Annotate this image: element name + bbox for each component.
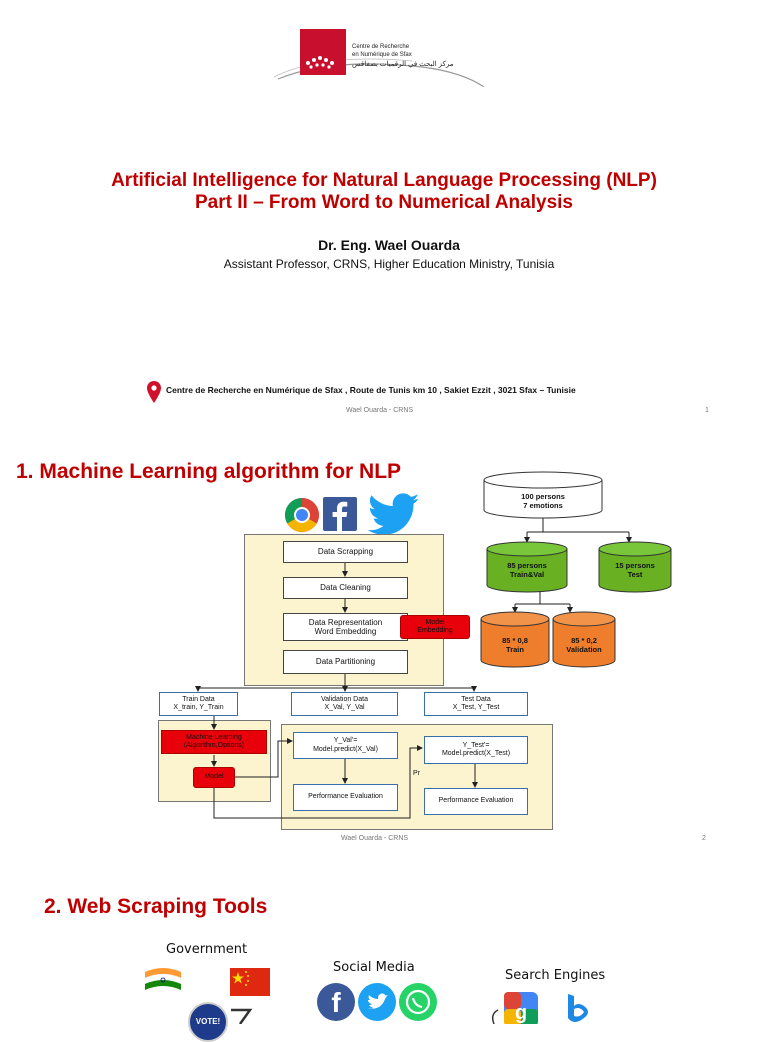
location-pin-icon bbox=[147, 381, 161, 403]
dataset-validation-line-1: 85 * 0,2 bbox=[571, 636, 597, 645]
dataset-total-label: 100 persons 7 emotions bbox=[484, 492, 602, 510]
data-partitioning-box: Data Partitioning bbox=[283, 650, 408, 674]
validation-data-line-1: Validation Data bbox=[321, 695, 368, 703]
slide2-footer: Wael Ouarda - CRNS bbox=[341, 835, 409, 842]
machine-learning-line-1: Machine Learning bbox=[186, 733, 242, 741]
slide2-page-number: 2 bbox=[702, 835, 706, 842]
bing-icon bbox=[568, 994, 588, 1022]
twitter-bubble-icon bbox=[358, 983, 396, 1021]
diagram-connectors bbox=[195, 471, 672, 819]
presentation-title: Artificial Intelligence for Natural Lang… bbox=[0, 170, 768, 214]
pr-label: Pr bbox=[413, 770, 420, 777]
yval-line-1: Y_Val'= bbox=[333, 737, 358, 745]
data-scrapping-box: Data Scrapping bbox=[283, 541, 408, 563]
test-data-line-2: X_Test, Y_Test bbox=[452, 704, 500, 711]
dataset-train-line-1: 85 * 0,8 bbox=[502, 636, 528, 645]
test-data-line-1: Test Data bbox=[461, 695, 491, 703]
facebook-bubble-icon: f bbox=[317, 983, 355, 1021]
model-embedding-box: Model Embedding bbox=[400, 615, 470, 639]
slide-2: 1. Machine Learning algorithm for NLP Da… bbox=[0, 420, 768, 860]
social-media-label: Social Media bbox=[333, 960, 415, 975]
dataset-test-label: 15 persons Test bbox=[599, 561, 671, 579]
test-data-box: Test Data X_Test, Y_Test bbox=[424, 692, 528, 716]
author-name: Dr. Eng. Wael Ouarda bbox=[318, 237, 460, 253]
dataset-total-line-2: 7 emotions bbox=[523, 500, 563, 510]
representation-line-2: Word Embedding bbox=[314, 627, 377, 636]
data-representation-box: Data Representation Word Embedding bbox=[283, 613, 408, 641]
title-line-1: Artificial Intelligence for Natural Lang… bbox=[111, 170, 657, 191]
validation-data-line-2: X_Val, Y_Val bbox=[324, 704, 365, 711]
performance-evaluation-val-box: Performance Evaluation bbox=[293, 784, 398, 811]
china-flag-icon bbox=[230, 968, 270, 996]
dataset-trainval-line-1: 85 persons bbox=[507, 561, 547, 570]
data-cleaning-box: Data Cleaning bbox=[283, 577, 408, 599]
crns-logo-graphic bbox=[273, 29, 485, 87]
logo-arabic: مركز البحث في الرقميات بصفاقس bbox=[352, 61, 454, 68]
train-data-line-1: Train Data bbox=[182, 695, 215, 703]
train-data-box: Train Data X_train, Y_Train bbox=[159, 692, 238, 716]
google-icon: g bbox=[504, 992, 538, 1024]
dataset-cylinder-total bbox=[483, 471, 603, 519]
search-engine-icons: g bbox=[491, 992, 588, 1024]
machine-learning-line-2: (Algorithm,Options) bbox=[183, 742, 245, 749]
model-box: Model bbox=[193, 767, 235, 788]
train-data-line-2: X_train, Y_Train bbox=[173, 704, 224, 711]
title-line-2: Part II – From Word to Numerical Analysi… bbox=[195, 192, 573, 213]
dataset-cylinder-train bbox=[480, 611, 550, 668]
yval-line-2: Model.predict(X_Val) bbox=[313, 745, 378, 753]
slide-1: Centre de Recherche en Numérique de Sfax… bbox=[0, 0, 768, 420]
india-flag-icon bbox=[144, 968, 182, 990]
dataset-cylinder-test bbox=[598, 541, 672, 593]
government-extra-icon bbox=[231, 1008, 253, 1024]
logo-line2: en Numérique de Sfax bbox=[352, 52, 412, 58]
social-media-icons: f bbox=[317, 983, 437, 1021]
dataset-total-line-1: 100 persons bbox=[521, 492, 565, 501]
slide-3: 2. Web Scraping Tools Government VOTE! S… bbox=[0, 860, 768, 1042]
model-embedding-line-2: Embedding bbox=[417, 627, 453, 634]
slide2-title: 1. Machine Learning algorithm for NLP bbox=[16, 460, 402, 483]
slide1-footer: Wael Ouarda - CRNS bbox=[346, 407, 414, 414]
chrome-icon bbox=[285, 498, 319, 532]
dataset-trainval-label: 85 persons Train&Val bbox=[487, 561, 567, 579]
dataset-validation-label: 85 * 0,2 Validation bbox=[553, 636, 615, 654]
ytest-line-2: Model.predict(X_Test) bbox=[441, 750, 511, 757]
twitter-icon bbox=[368, 493, 420, 535]
ytest-line-1: Y_Test'= bbox=[462, 741, 490, 749]
slide3-title: 2. Web Scraping Tools bbox=[44, 895, 268, 918]
whatsapp-bubble-icon bbox=[399, 983, 437, 1021]
logo-line1: Centre de Recherche bbox=[352, 44, 410, 50]
dataset-cylinder-trainval bbox=[486, 541, 568, 593]
dataset-trainval-line-2: Train&Val bbox=[509, 569, 545, 579]
slide1-page-number: 1 bbox=[705, 407, 709, 414]
vote-badge-icon: VOTE! bbox=[188, 1002, 228, 1042]
performance-evaluation-test-box: Performance Evaluation bbox=[424, 788, 528, 815]
svg-text:g: g bbox=[515, 1002, 527, 1024]
dataset-train-label: 85 * 0,8 Train bbox=[481, 636, 549, 654]
facebook-icon bbox=[323, 497, 357, 531]
representation-line-1: Data Representation bbox=[308, 617, 383, 627]
dataset-validation-line-2: Validation bbox=[566, 644, 602, 654]
ytest-predict-box: Y_Test'= Model.predict(X_Test) bbox=[424, 736, 528, 764]
validation-data-box: Validation Data X_Val, Y_Val bbox=[291, 692, 398, 716]
machine-learning-box: Machine Learning (Algorithm,Options) bbox=[161, 730, 267, 754]
dataset-train-line-2: Train bbox=[506, 644, 524, 654]
author-affiliation: Assistant Professor, CRNS, Higher Educat… bbox=[223, 257, 555, 271]
dataset-cylinder-validation bbox=[552, 611, 616, 668]
svg-text:f: f bbox=[331, 987, 341, 1018]
dataset-test-line-1: 15 persons bbox=[615, 561, 655, 570]
government-label: Government bbox=[166, 942, 248, 957]
model-embedding-line-1: Model bbox=[425, 618, 445, 626]
search-engines-label: Search Engines bbox=[505, 968, 606, 983]
yval-predict-box: Y_Val'= Model.predict(X_Val) bbox=[293, 732, 398, 759]
address-text: Centre de Recherche en Numérique de Sfax… bbox=[166, 385, 576, 395]
vote-badge-text: VOTE! bbox=[195, 1017, 221, 1026]
crns-logo: Centre de Recherche en Numérique de Sfax… bbox=[272, 27, 492, 87]
dataset-test-line-2: Test bbox=[627, 569, 643, 579]
